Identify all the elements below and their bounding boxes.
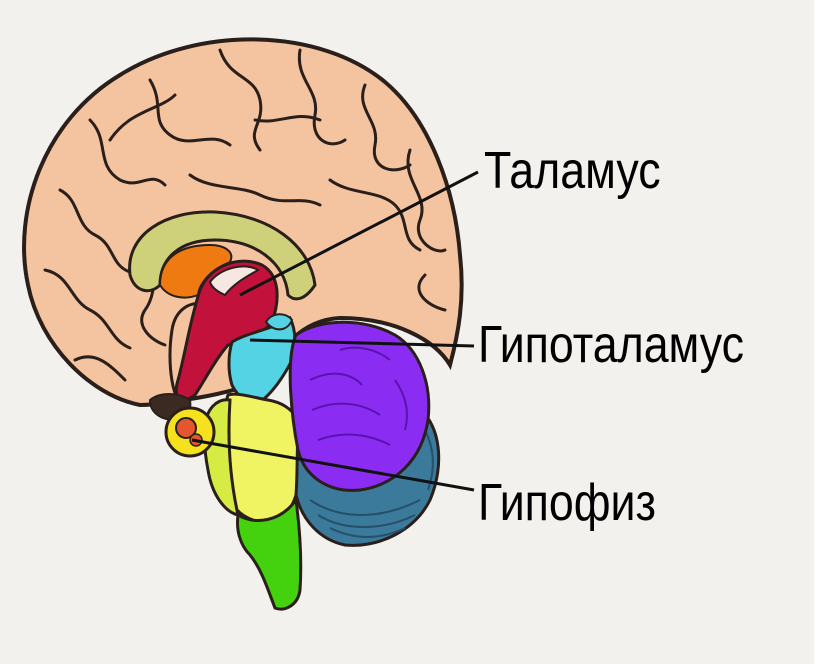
label-pituitary: Гипофиз	[478, 474, 656, 532]
label-hypothalamus: Гипоталамус	[478, 316, 744, 374]
pituitary-gland	[166, 408, 214, 456]
aqueduct	[266, 314, 292, 329]
label-thalamus: Таламус	[484, 142, 661, 200]
